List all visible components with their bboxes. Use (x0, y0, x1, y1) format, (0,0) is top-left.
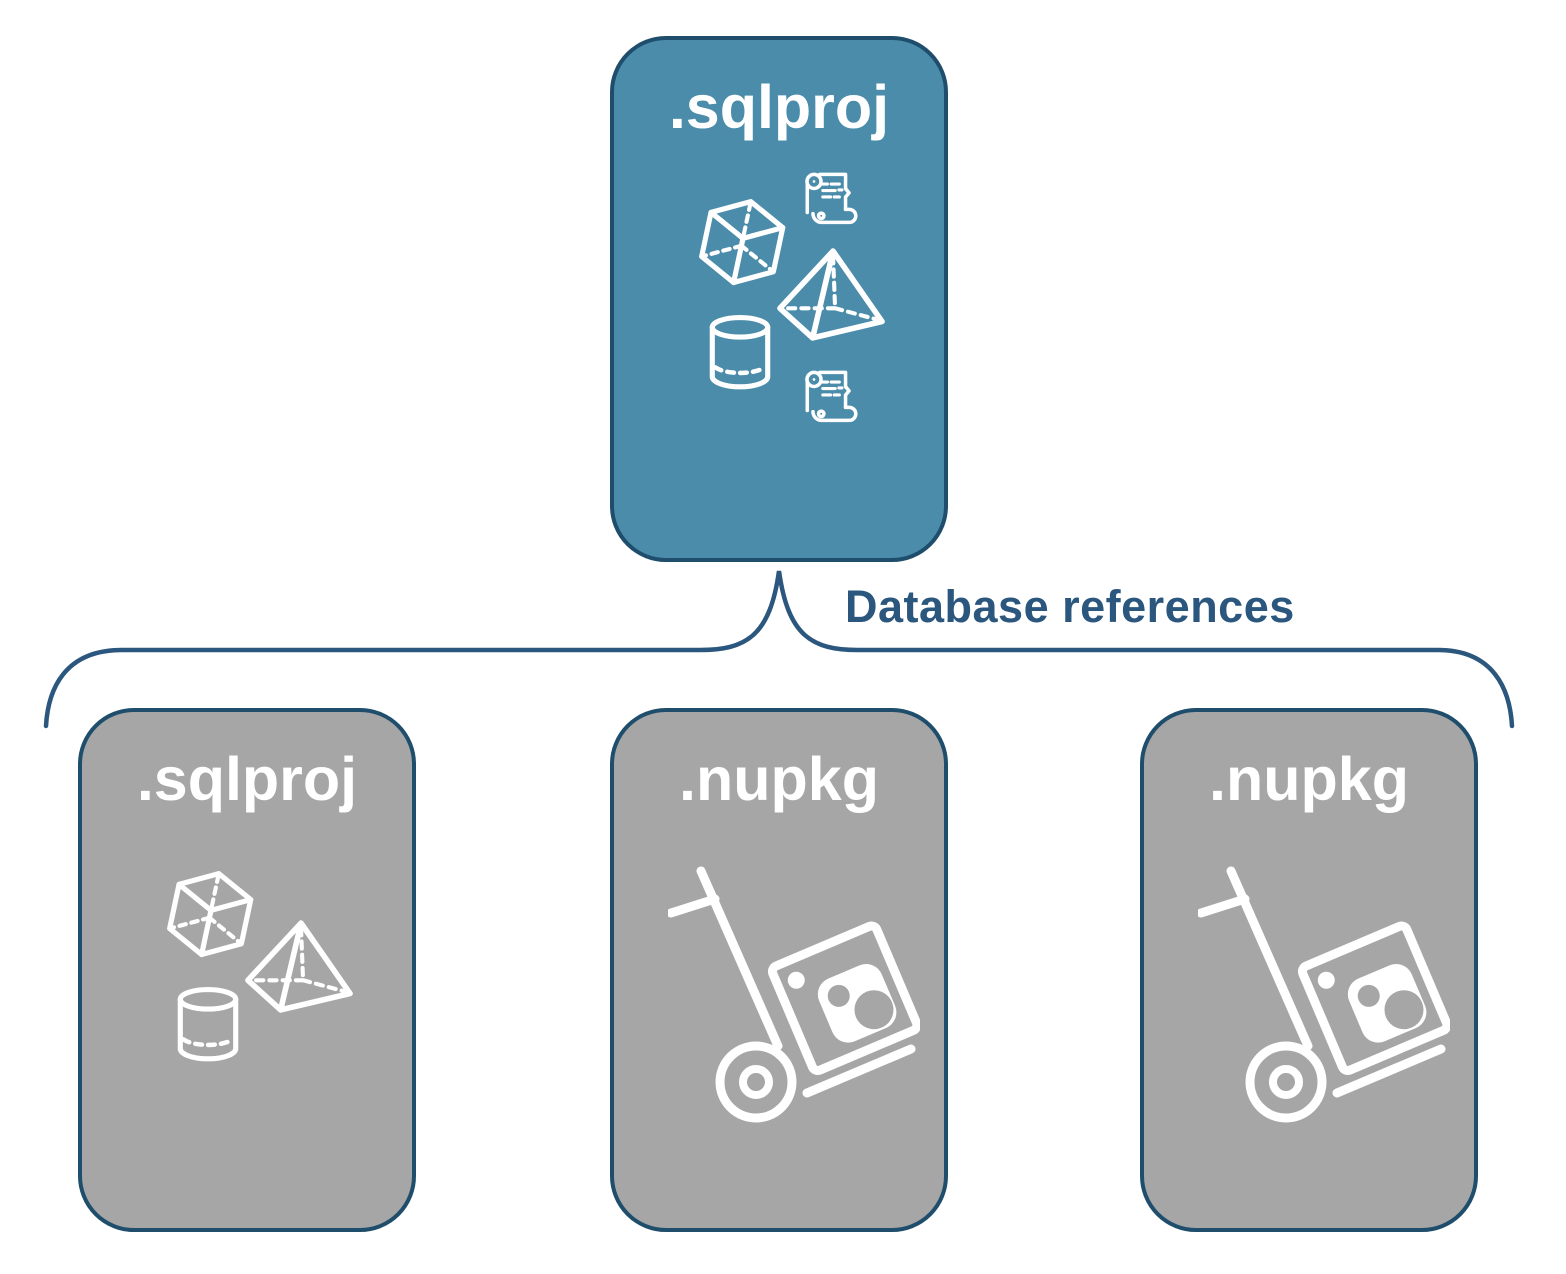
database-cylinder-icon (174, 986, 242, 1064)
child-card-title: .nupkg (1209, 745, 1409, 813)
parent-card-title: .sqlproj (668, 73, 890, 141)
child-card-nupkg-2: .nupkg (1140, 708, 1478, 1232)
parent-card-sqlproj: .sqlproj (610, 36, 948, 562)
sql-script-icon (800, 366, 858, 426)
pyramid-icon (774, 246, 888, 344)
nuget-handtruck-icon (1198, 866, 1450, 1128)
connector-label: Database references (845, 581, 1295, 632)
child-card-title: .sqlproj (136, 745, 358, 813)
child-card-nupkg-1: .nupkg (610, 708, 948, 1232)
database-cylinder-icon (706, 314, 774, 392)
child-card-sqlproj: .sqlproj (78, 708, 416, 1232)
sql-script-icon (800, 168, 858, 228)
pyramid-icon (242, 918, 356, 1016)
nuget-handtruck-icon (668, 866, 920, 1128)
child-card-title: .nupkg (679, 745, 879, 813)
